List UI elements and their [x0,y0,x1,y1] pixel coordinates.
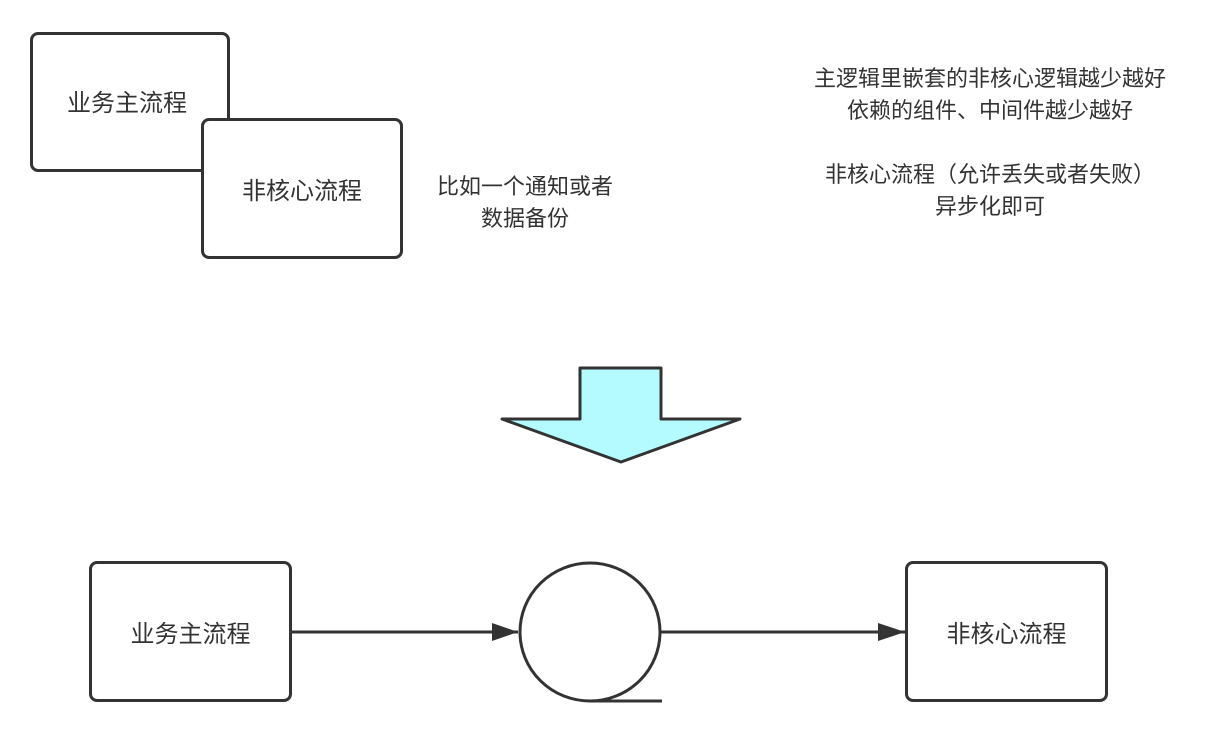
principle-line: 异步化即可 [934,195,1045,220]
example-note: 比如一个通知或者 数据备份 [410,172,640,236]
principle-line: 非核心流程（允许丢失或者失败） [824,163,1155,188]
principles-note: 主逻辑里嵌套的非核心逻辑越少越好 依赖的组件、中间件越少越好 非核心流程（允许丢… [770,64,1210,224]
principle-line: 主逻辑里嵌套的非核心逻辑越少越好 [813,67,1166,92]
queue-icon[interactable] [518,561,662,703]
target-box-label: 非核心流程 [946,620,1067,648]
main-flow-box-bottom[interactable]: 业务主流程 [89,561,292,702]
non-core-flow-box-top[interactable]: 非核心流程 [201,118,403,259]
source-box-label: 业务主流程 [130,620,251,648]
non-core-flow-label: 非核心流程 [242,177,362,205]
example-note-line: 数据备份 [480,207,569,232]
principle-line: 依赖的组件、中间件越少越好 [846,99,1133,124]
example-note-line: 比如一个通知或者 [436,175,613,200]
arrowhead-to-non-core-icon [878,623,905,641]
down-arrow-icon [500,366,742,464]
non-core-flow-box-bottom[interactable]: 非核心流程 [905,561,1108,702]
main-flow-label: 业务主流程 [67,88,187,117]
arrowhead-to-queue-icon [492,623,518,641]
queue-circle [518,561,662,703]
main-flow-box-top[interactable]: 业务主流程 [30,32,230,172]
